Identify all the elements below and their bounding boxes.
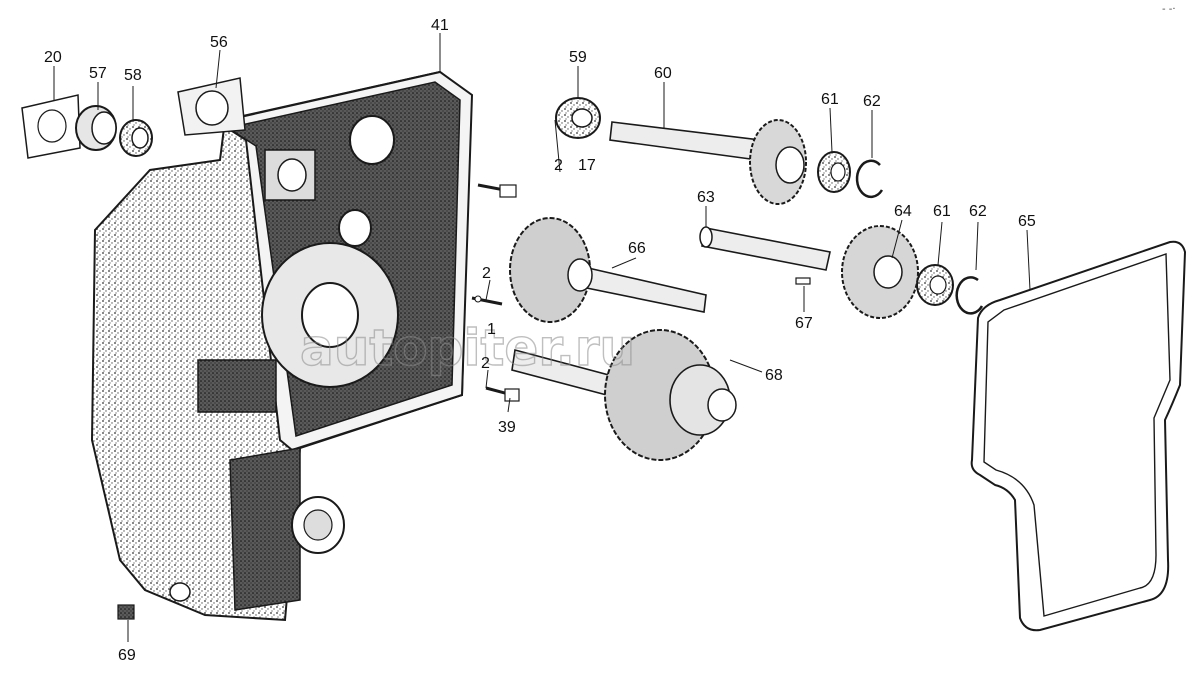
snap-ring-62-upper [855,159,884,199]
callout-17: 17 [578,157,596,174]
gasket-20 [21,94,81,159]
callout-41: 41 [431,17,449,34]
callout-2-top: 2 [554,157,563,174]
watermark: autopiter.ru [300,319,635,377]
callout-2-middle: 2 [482,265,491,282]
callout-61-lower: 61 [933,203,951,220]
callout-64: 64 [894,203,912,220]
callout-68: 68 [765,367,783,384]
callout-59: 59 [569,49,587,66]
snap-ring-62-lower [955,276,984,315]
gear-cluster-66 [509,217,707,323]
gasket-65 [970,240,1187,632]
drain-plug-69 [117,604,135,620]
bearing-59 [555,97,601,139]
gear-cluster-68 [511,329,737,461]
callout-61-upper: 61 [821,91,839,108]
callout-57: 57 [89,65,107,82]
callout-69: 69 [118,647,136,664]
callout-56: 56 [210,34,228,51]
bearing-61-upper [817,151,851,193]
callout-63: 63 [697,189,715,206]
callout-60: 60 [654,65,672,82]
bearing-61-lower [916,264,954,306]
callout-62-lower: 62 [969,203,987,220]
bolt-17 [477,183,517,198]
callout-62-upper: 62 [863,93,881,110]
gear-64 [841,225,919,319]
callout-67: 67 [795,315,813,332]
bearing-58 [119,119,153,157]
cover-plate-56 [177,77,246,136]
callout-39: 39 [498,419,516,436]
housing-body [90,70,474,622]
leader-lines [53,33,1031,642]
callout-2-lower: 2 [481,355,490,372]
bolt-1 [471,295,503,306]
callout-66: 66 [628,240,646,257]
corner-mark: - -· [1162,4,1176,15]
callout-65: 65 [1018,213,1036,230]
seal-57 [75,105,117,151]
bolt-39 [485,386,520,402]
callout-20: 20 [44,49,62,66]
shaft-60 [609,119,807,205]
key-67 [795,277,811,285]
callout-1: 1 [487,321,496,338]
callout-58: 58 [124,67,142,84]
shaft-63 [699,226,831,271]
